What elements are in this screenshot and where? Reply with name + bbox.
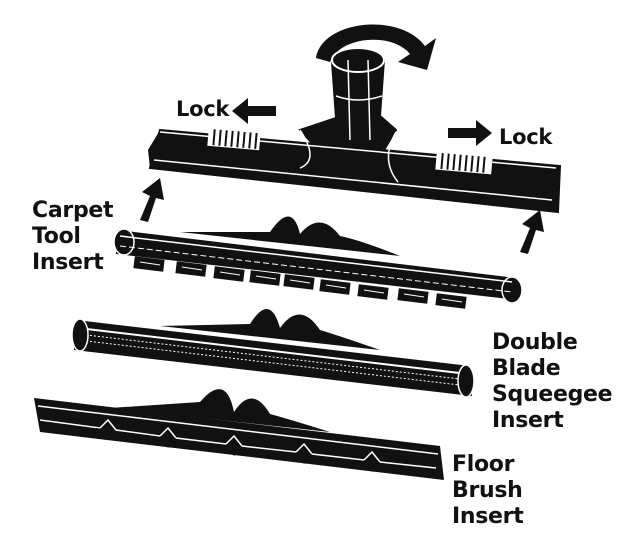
- lock-right-text: Lock: [499, 125, 553, 149]
- carpet-label-line-2: Tool: [32, 224, 81, 249]
- floor-brush-insert: [34, 389, 444, 480]
- lock-left-arrow-icon: [232, 98, 276, 124]
- carpet-tool-insert-label: Carpet Tool Insert: [32, 198, 114, 276]
- carpet-label-line-3: Insert: [32, 250, 104, 275]
- floor-brush-insert-label: Floor Brush Insert: [452, 452, 524, 530]
- carpet-tool-insert: [113, 216, 523, 309]
- carpet-label-line-1: Carpet: [32, 198, 114, 223]
- floor-label-line-2: Brush: [452, 478, 523, 503]
- lock-left-text: Lock: [176, 97, 230, 121]
- floor-label-line-3: Insert: [452, 504, 524, 529]
- squeegee-label-line-2: Blade: [492, 356, 561, 381]
- lock-right-label: Lock: [499, 124, 552, 150]
- lock-left-label: Lock: [176, 96, 229, 122]
- lock-right-arrow-icon: [448, 120, 492, 146]
- squeegee-label-line-4: Insert: [492, 408, 564, 433]
- squeegee-label-line-1: Double: [492, 330, 578, 355]
- rotate-arrow-icon: [316, 24, 436, 70]
- squeegee-insert: [71, 308, 475, 398]
- insert-up-arrow-icon: [140, 178, 544, 254]
- squeegee-insert-label: Double Blade Squeegee Insert: [492, 330, 613, 434]
- squeegee-label-line-3: Squeegee: [492, 382, 613, 407]
- floor-tool-head: [148, 47, 562, 214]
- floor-label-line-1: Floor: [452, 452, 515, 477]
